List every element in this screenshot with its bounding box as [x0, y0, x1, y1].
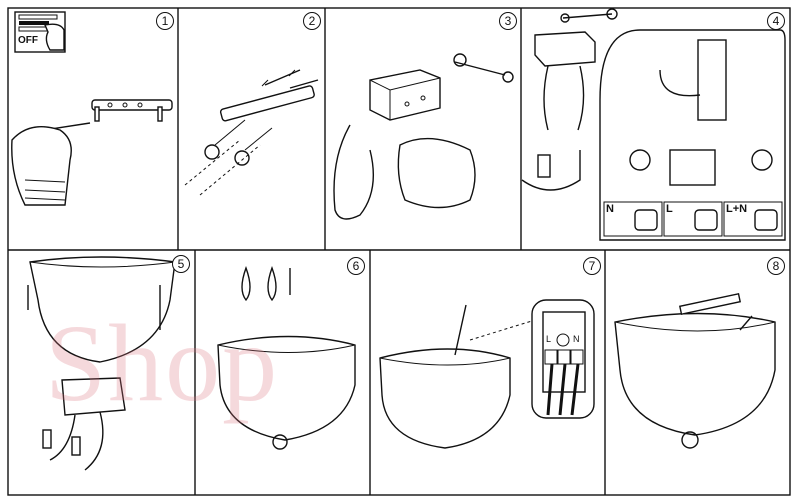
- bracket-and-plugs-illustration: [184, 69, 319, 196]
- shade-removal-illustration: [27, 256, 176, 471]
- bulb-installation-illustration: [217, 265, 356, 450]
- step-number-8: 8: [767, 257, 785, 275]
- off-label: OFF: [18, 35, 38, 46]
- mounting-illustration: [614, 293, 776, 449]
- step-number-6: 6: [347, 257, 365, 275]
- wire-n-label: N: [606, 203, 614, 215]
- step-number-2: 2: [303, 12, 321, 30]
- terminal-n-label: N: [573, 334, 580, 344]
- terminal-l-label: L: [546, 334, 552, 344]
- wire-ln-label: L+N: [726, 203, 748, 215]
- switch-off-icon: [14, 11, 66, 53]
- step-number-7: 7: [583, 257, 601, 275]
- wiring-detail-illustration: [521, 8, 786, 241]
- terminal-connection-illustration: [379, 299, 595, 449]
- drill-marking-illustration: [11, 99, 173, 206]
- wire-l-label: L: [666, 203, 673, 215]
- panel-grid: [7, 7, 791, 496]
- step-number-1: 1: [156, 12, 174, 30]
- step-number-5: 5: [172, 255, 190, 273]
- junction-box-illustration: [333, 53, 514, 220]
- step-number-4: 4: [767, 12, 785, 30]
- step-number-3: 3: [499, 12, 517, 30]
